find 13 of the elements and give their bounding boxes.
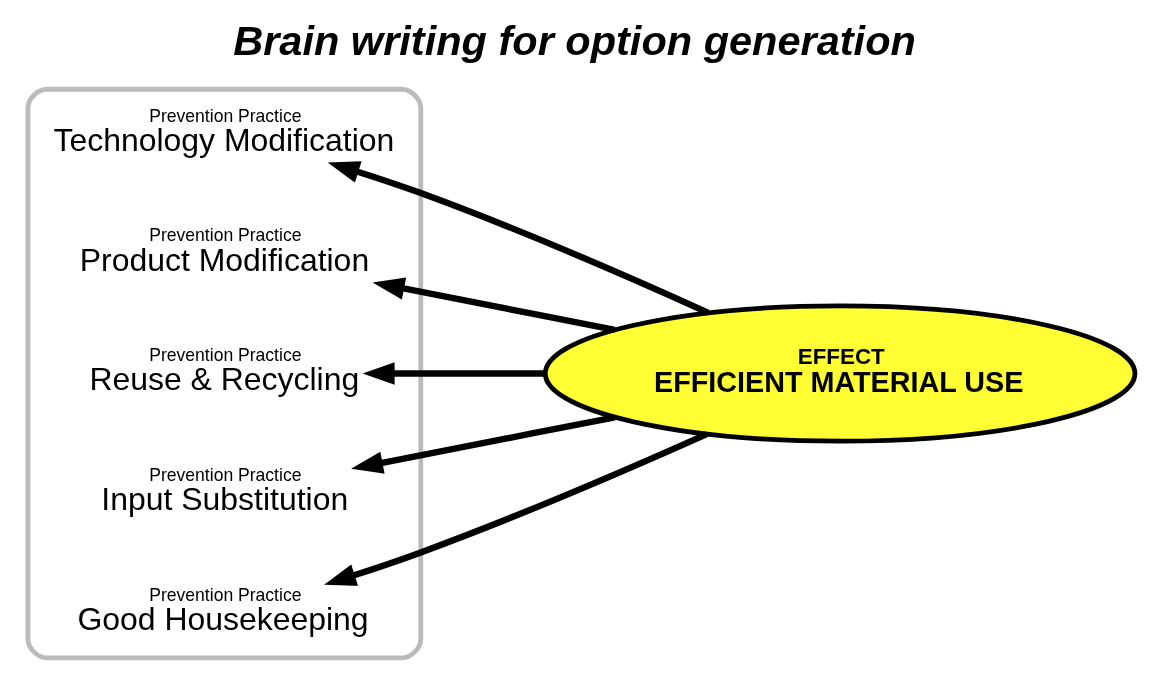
arrow [327, 161, 710, 316]
arrow [362, 362, 546, 385]
arrow [372, 277, 616, 333]
cluster [25, 86, 424, 661]
node-text: Prevention Practice Input Substitution [101, 465, 349, 518]
node-text: Prevention Practice Good Housekeeping [77, 584, 369, 637]
node-text: Prevention Practice Product Modification [79, 225, 370, 278]
arrow [351, 414, 616, 474]
arrow [324, 431, 709, 586]
node-ellipse: EFFECT EFFICIENT MATERIAL USE [542, 303, 1138, 444]
node-text: Prevention Practice Technology Modification [53, 105, 395, 158]
diagram-title: Brain writing for option generation [233, 17, 916, 65]
node-text: Prevention Practice Reuse & Recycling [89, 345, 360, 398]
